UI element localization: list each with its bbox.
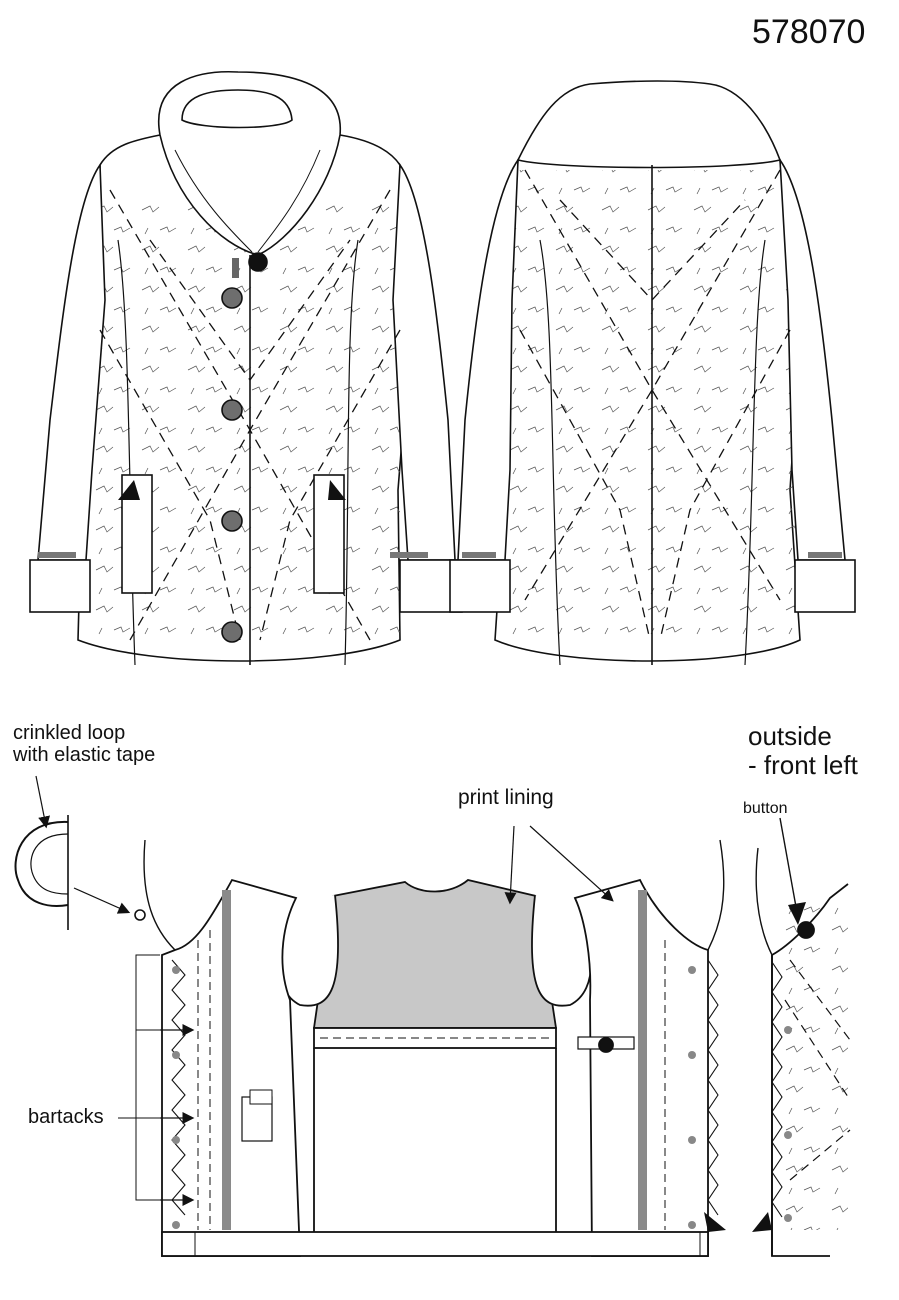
inside-hem-band bbox=[161, 1231, 709, 1257]
loop-on-garment bbox=[134, 909, 146, 921]
front-neck-opening bbox=[181, 89, 293, 129]
front-right-cuff-tab bbox=[390, 552, 428, 558]
label-outside-front-left: outside - front left bbox=[748, 722, 858, 779]
back-fur-texture bbox=[505, 170, 795, 640]
bartacks-bracket bbox=[118, 954, 160, 1201]
inside-view bbox=[14, 775, 772, 1257]
label-crinkled-loop: crinkled loop with elastic tape bbox=[13, 722, 155, 766]
outside-button bbox=[797, 921, 815, 939]
front-button-2 bbox=[221, 399, 243, 421]
front-collar-button bbox=[248, 252, 268, 272]
label-outside-line1: outside bbox=[748, 721, 832, 751]
label-crinkled-loop-line1: crinkled loop bbox=[13, 722, 126, 744]
label-button: button bbox=[743, 800, 788, 817]
label-print-lining: print lining bbox=[458, 786, 554, 809]
back-right-cuff bbox=[794, 559, 856, 613]
back-left-cuff bbox=[449, 559, 511, 613]
front-view bbox=[29, 70, 463, 666]
label-crinkled-loop-line2: with elastic tape bbox=[13, 744, 156, 766]
back-view bbox=[449, 80, 856, 666]
crinkled-loop-detail bbox=[14, 820, 69, 907]
front-quilting-lines bbox=[99, 189, 401, 641]
back-collar bbox=[516, 80, 782, 169]
front-left-cuff bbox=[29, 559, 91, 613]
right-facing-strip bbox=[638, 890, 647, 1230]
front-button-4 bbox=[221, 621, 243, 643]
style-number: 578070 bbox=[752, 13, 866, 51]
outside-front-left-view bbox=[755, 817, 851, 1257]
front-button-3 bbox=[221, 510, 243, 532]
left-facing-strip bbox=[222, 890, 231, 1230]
print-lining-panel bbox=[312, 879, 558, 1029]
back-quilting-lines bbox=[519, 169, 791, 641]
back-left-sleeve bbox=[457, 157, 519, 561]
label-outside-line2: - front left bbox=[748, 749, 858, 780]
front-right-sleeve bbox=[392, 162, 456, 561]
front-button-1 bbox=[221, 287, 243, 309]
lining-hem-band bbox=[313, 1027, 557, 1049]
front-left-cuff-tab bbox=[38, 552, 76, 558]
label-bartacks: bartacks bbox=[28, 1106, 104, 1128]
